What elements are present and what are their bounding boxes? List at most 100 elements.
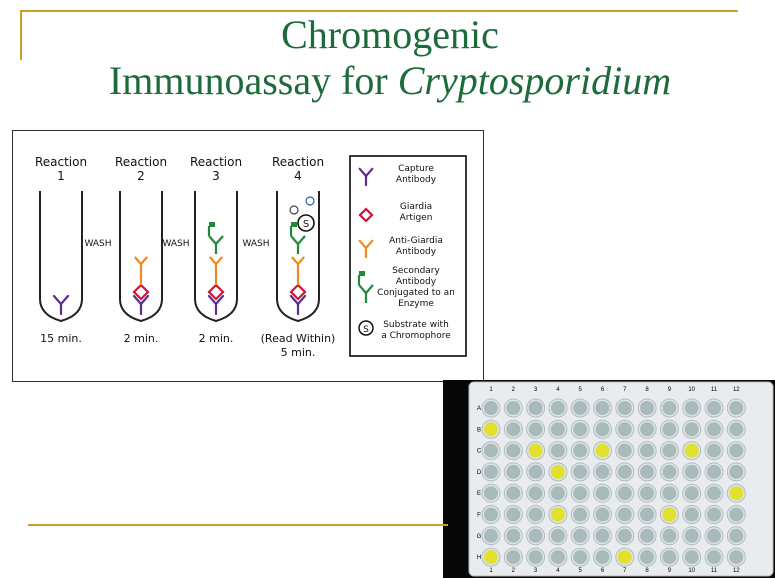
negative-well <box>729 550 744 565</box>
legend-label: Anti-Giardia <box>389 236 443 246</box>
negative-well <box>617 528 632 543</box>
negative-well <box>707 550 721 565</box>
column-label-top: 2 <box>512 387 516 393</box>
test-tube <box>39 191 83 323</box>
negative-well <box>573 486 588 501</box>
legend-label: Antibody <box>396 247 437 257</box>
column-label-bottom: 11 <box>711 568 718 574</box>
negative-well <box>640 464 655 479</box>
row-label: F <box>477 513 481 519</box>
negative-well <box>595 486 610 501</box>
negative-well <box>729 528 744 543</box>
anti-giardia-antibody-icon <box>209 256 223 274</box>
negative-well <box>595 401 610 415</box>
negative-well <box>684 528 699 543</box>
reaction-number: 3 <box>212 169 220 183</box>
negative-well <box>617 422 632 437</box>
negative-well <box>484 528 498 543</box>
negative-well <box>528 486 543 501</box>
negative-well <box>640 422 655 437</box>
title-line-2-prefix: Immunoassay for <box>108 58 398 103</box>
reaction-time: 2 min. <box>124 332 159 345</box>
negative-well <box>707 486 721 501</box>
negative-well <box>729 422 744 437</box>
negative-well <box>528 550 543 565</box>
negative-well <box>729 507 744 522</box>
left-rule <box>20 10 22 60</box>
positive-well <box>684 443 699 458</box>
negative-well <box>506 443 521 458</box>
bottom-rule <box>28 524 448 526</box>
negative-well <box>707 528 721 543</box>
negative-well <box>506 422 521 437</box>
negative-well <box>550 401 565 415</box>
title-organism: Cryptosporidium <box>397 58 672 103</box>
column-label-top: 4 <box>556 387 560 393</box>
negative-well <box>528 507 543 522</box>
negative-well <box>484 401 498 415</box>
giardia-antigen-icon <box>289 283 307 301</box>
negative-well <box>528 528 543 543</box>
column-label-bottom: 5 <box>579 568 583 574</box>
column-label-top: 11 <box>711 387 718 393</box>
negative-well <box>684 507 699 522</box>
negative-well <box>528 422 543 437</box>
positive-well <box>484 550 498 565</box>
row-label: A <box>477 406 481 412</box>
row-label: D <box>477 470 482 476</box>
negative-well <box>528 464 543 479</box>
capture-antibody-icon <box>52 294 70 316</box>
column-label-top: 7 <box>623 387 627 393</box>
wash-label: WASH <box>242 239 269 249</box>
reaction-number: 2 <box>137 169 145 183</box>
reaction-header: Reaction <box>35 155 87 169</box>
legend-label: a Chromophore <box>381 331 451 341</box>
negative-well <box>684 422 699 437</box>
negative-well <box>550 528 565 543</box>
column-label-top: 12 <box>733 387 740 393</box>
negative-well <box>662 550 677 565</box>
giardia-antigen-icon <box>132 283 150 301</box>
substrate-symbol: S <box>363 325 369 335</box>
negative-well <box>573 401 588 415</box>
anti-giardia-antibody-icon <box>358 239 374 259</box>
legend-label: Secondary <box>392 266 440 276</box>
capture-antibody-icon <box>358 167 374 187</box>
column-label-top: 10 <box>688 387 695 393</box>
negative-well <box>640 507 655 522</box>
negative-well <box>707 464 721 479</box>
negative-well <box>484 464 498 479</box>
column-label-top: 3 <box>534 387 538 393</box>
negative-well <box>684 486 699 501</box>
column-label-bottom: 1 <box>489 568 493 574</box>
column-label-bottom: 8 <box>645 568 649 574</box>
reaction-header: Reaction <box>115 155 167 169</box>
legend-label: Substrate with <box>383 320 449 330</box>
positive-well <box>528 443 543 458</box>
negative-well <box>550 486 565 501</box>
test-tube <box>276 191 320 323</box>
negative-well <box>617 464 632 479</box>
row-label: G <box>477 534 482 540</box>
negative-well <box>573 422 588 437</box>
positive-well <box>662 507 677 522</box>
secondary-antibody-enzyme-icon <box>357 271 374 303</box>
column-label-bottom: 3 <box>534 568 538 574</box>
negative-well <box>506 464 521 479</box>
negative-well <box>484 443 498 458</box>
negative-well <box>662 464 677 479</box>
column-label-bottom: 10 <box>688 568 695 574</box>
negative-well <box>573 507 588 522</box>
negative-well <box>662 422 677 437</box>
legend-label: Giardia <box>400 202 432 212</box>
test-tube <box>194 191 238 323</box>
negative-well <box>640 443 655 458</box>
negative-well <box>484 486 498 501</box>
negative-well <box>662 528 677 543</box>
column-label-top: 1 <box>489 387 493 393</box>
positive-well <box>729 486 744 501</box>
reaction-time: 15 min. <box>40 332 82 345</box>
